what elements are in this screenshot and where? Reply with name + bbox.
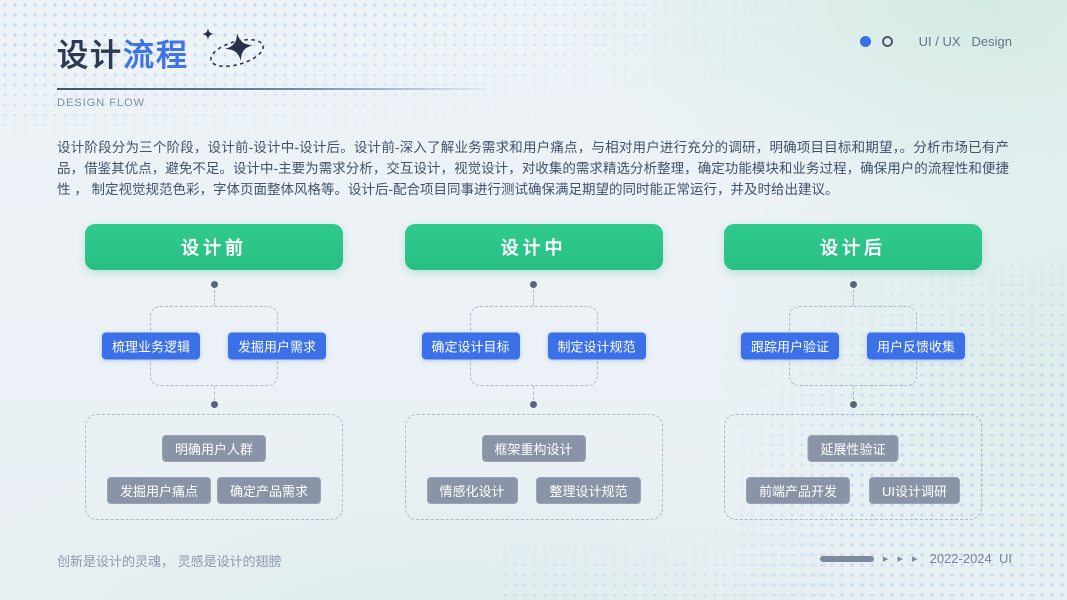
detail-tag-row: 发掘用户痛点 确定产品需求 [86,477,342,504]
detail-tag: UI设计调研 [868,477,960,504]
connector-line [533,290,534,306]
task-tag: 用户反馈收集 [866,332,966,360]
forward-arrows-icon: ▸ ▸ ▸ [882,553,921,565]
tag-connector-frame: 梳理业务逻辑 发掘用户需求 [101,306,327,386]
footer-meta: ▸ ▸ ▸ 2022-2024 UI [819,551,1012,566]
connector-dot [849,401,857,408]
detail-tag: 框架重构设计 [481,435,586,462]
stage-column-before: 设计前 梳理业务逻辑 发掘用户需求 明确用户人群 发掘用户痛点 确定产品需求 [85,224,343,520]
detail-box-after: 延展性验证 前端产品开发 UI设计调研 [724,414,982,520]
connector-dot [210,281,218,288]
detail-tag: 确定产品需求 [216,477,321,504]
detail-tag-row: 前端产品开发 UI设计调研 [725,477,981,504]
connector-line [213,386,215,400]
detail-tag: 明确用户人群 [161,435,267,462]
sparkle-orbit-icon [202,28,264,68]
title-underline [57,88,487,90]
stage-header-during: 设计中 [404,224,663,270]
connector-line [852,386,854,400]
intro-paragraph: 设计阶段分为三个阶段，设计前-设计中-设计后。设计前-深入了解业务需求和用户痛点… [57,140,1009,197]
detail-tag: 前端产品开发 [746,477,851,504]
detail-tag: 情感化设计 [426,477,518,504]
tag-connector-frame: 跟踪用户验证 用户反馈收集 [740,306,966,386]
stage-header-after: 设计后 [724,224,982,270]
dot-grid-bottom-right [737,260,1067,600]
detail-tag: 发掘用户痛点 [107,477,212,504]
connector-line [852,290,854,306]
connector-line [213,290,215,306]
sparkle-icon [225,33,253,61]
dot-grid-top-left [0,0,780,150]
task-tag: 确定设计目标 [421,332,520,360]
task-tag: 跟踪用户验证 [740,332,840,360]
page-subtitle: DESIGN FLOW [57,97,146,109]
mini-star-icon [202,28,214,40]
detail-tag: 延展性验证 [807,435,899,462]
task-tag: 制定设计规范 [547,332,646,360]
stage-header-before: 设计前 [85,224,343,270]
connector-dot [210,401,218,408]
dot-grid-bottom-center [500,520,830,600]
tag-connector-frame: 确定设计目标 制定设计规范 [421,306,646,386]
page-title-part1: 设计 [57,38,123,73]
connector-dot [849,281,857,288]
stage-column-during: 设计中 确定设计目标 制定设计规范 框架重构设计 情感化设计 整理设计规范 [404,224,663,520]
connector-dot [530,401,537,408]
page-title: 设计流程 [57,30,189,75]
stage-column-after: 设计后 跟踪用户验证 用户反馈收集 延展性验证 前端产品开发 UI设计调研 [724,224,982,520]
corner-label-uiux: UI / UX [918,34,961,49]
stage-columns: 设计前 梳理业务逻辑 发掘用户需求 明确用户人群 发掘用户痛点 确定产品需求 [85,224,982,520]
corner-indicator: UI / UX Design [859,34,1012,49]
page-title-part2: 流程 [123,38,189,73]
task-tag: 梳理业务逻辑 [101,332,201,360]
footer-date: 2022-2024 UI [929,551,1012,566]
corner-label-design: Design [971,34,1012,49]
detail-tag: 整理设计规范 [536,477,641,504]
progress-dash-icon [819,555,874,562]
connector-dot [530,281,537,288]
detail-box-during: 框架重构设计 情感化设计 整理设计规范 [404,414,663,520]
task-tag: 发掘用户需求 [227,332,327,360]
filled-circle-icon [859,36,871,47]
detail-tag-row: 情感化设计 整理设计规范 [406,477,662,504]
connector-line [533,386,534,400]
footer-motto: 创新是设计的灵魂， 灵感是设计的翅膀 [57,554,282,569]
detail-box-before: 明确用户人群 发掘用户痛点 确定产品需求 [85,414,343,520]
outlined-circle-icon [881,36,893,47]
